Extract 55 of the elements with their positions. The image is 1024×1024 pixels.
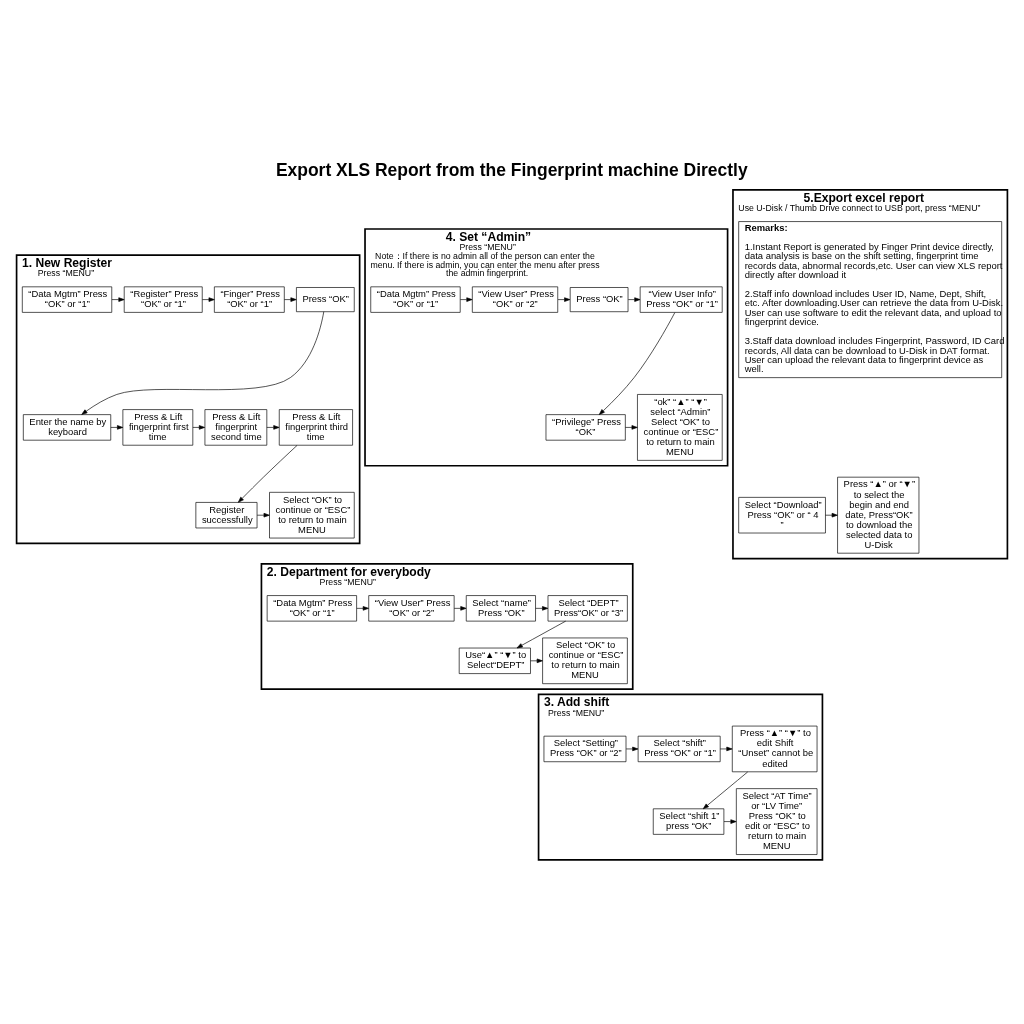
arrow	[530, 658, 543, 663]
node-box: “ok” “▲” “▼” select “Admin” Select “OK” to continue or “ESC” to return to main MENU	[637, 393, 723, 461]
arrow	[81, 310, 325, 415]
arrow	[111, 296, 125, 302]
node-box: “Finger” Press “OK” or “1”	[214, 286, 285, 313]
arrow	[625, 424, 638, 430]
node-box: “Data Mgtm” Press “OK” or “1”	[266, 594, 357, 621]
node-box: Press & Lift fingerprint second time	[204, 408, 268, 446]
node-box: Select “shift” Press “OK” or “1”	[637, 735, 721, 762]
node-box: “Register” Press “OK” or “1”	[123, 286, 203, 313]
node-box: “Data Mgtm” Press “OK” or “1”	[21, 286, 113, 313]
arrow	[825, 512, 838, 517]
arrow	[516, 620, 566, 648]
arrow	[110, 424, 124, 430]
node-box: “View User” Press “OK” or “2”	[368, 594, 455, 621]
node-box: Select “shift 1” press “OK”	[652, 807, 725, 835]
arrow	[460, 296, 473, 302]
arrow	[535, 605, 549, 611]
node-box: Register successfully	[195, 501, 258, 528]
arrow	[723, 818, 737, 824]
arrow	[356, 605, 369, 611]
node-box: Press “OK”	[569, 286, 629, 312]
node-box: Select “Download” Press “OK” or “ 4 ”	[738, 496, 826, 533]
node-box: Press “OK”	[296, 286, 355, 312]
arrow	[627, 296, 641, 302]
node-box: Select “OK” to continue or “ESC” to return to main MENU	[542, 637, 628, 684]
node-box: Remarks: 1.Instant Report is generated by Finger Print device directly, data analysis is base on the shift setting, fingerprint time records data, abnormal records,etc. User can view XLS report directly after download it 2.Staff info download includes User ID, Name, Dept, Shift, etc. After downloading.User can retrieve the data from U-Disk. User can use software to edit the relevant data, and upload to fingerprint device. 3.Staff data download includes Fingerprint, Password, ID Card records, All data can be download to U-Disk in DAT format. User can upload the relevant data to fingerprint device as well.	[738, 220, 1003, 378]
arrow	[256, 512, 270, 517]
node-box: Press “▲” or “▼” to select the begin and end date, Press“OK” to download the selected data to U-Disk	[837, 476, 920, 554]
node-box: Select “OK” to continue or “ESC” to return to main MENU	[269, 491, 355, 538]
node-box: Press & Lift fingerprint third time	[278, 408, 353, 446]
arrow	[598, 311, 676, 415]
arrow	[557, 296, 571, 302]
arrow	[192, 424, 205, 430]
arrow	[284, 296, 297, 302]
node-box: Use“▲” “▼” to Select“DEPT”	[458, 647, 531, 674]
arrow	[702, 771, 748, 809]
node-box: Select “name” Press “OK”	[465, 594, 536, 621]
node-box: Select “DEPT” Press“OK” or “3”	[547, 594, 628, 621]
node-box: “Privilege” Press “OK”	[545, 413, 626, 441]
node-box: “View User” Press “OK” or “2”	[471, 286, 559, 313]
node-box: Enter the name by keyboard	[22, 413, 112, 441]
node-box: Press “▲” “▼” to edit Shift “Unset” cannot be edited	[731, 725, 818, 772]
node-box: “View User Info” Press “OK” or “1”	[639, 286, 723, 313]
node-box: Select “AT Time” or “LV Time” Press “OK” to edit or “ESC” to return to main MENU	[736, 787, 818, 855]
arrow	[238, 444, 298, 503]
arrow	[719, 746, 733, 751]
arrow	[453, 605, 467, 611]
arrow	[202, 296, 215, 302]
arrow	[625, 746, 639, 751]
node-box: “Data Mgtm” Press “OK” or “1”	[370, 286, 461, 313]
node-box: Select “Setting” Press “OK” or “2”	[543, 735, 627, 762]
arrow	[266, 424, 280, 430]
node-box: Press & Lift fingerprint first time	[122, 408, 194, 446]
diagram-title: Export XLS Report from the Fingerprint machine Directly	[275, 159, 748, 180]
